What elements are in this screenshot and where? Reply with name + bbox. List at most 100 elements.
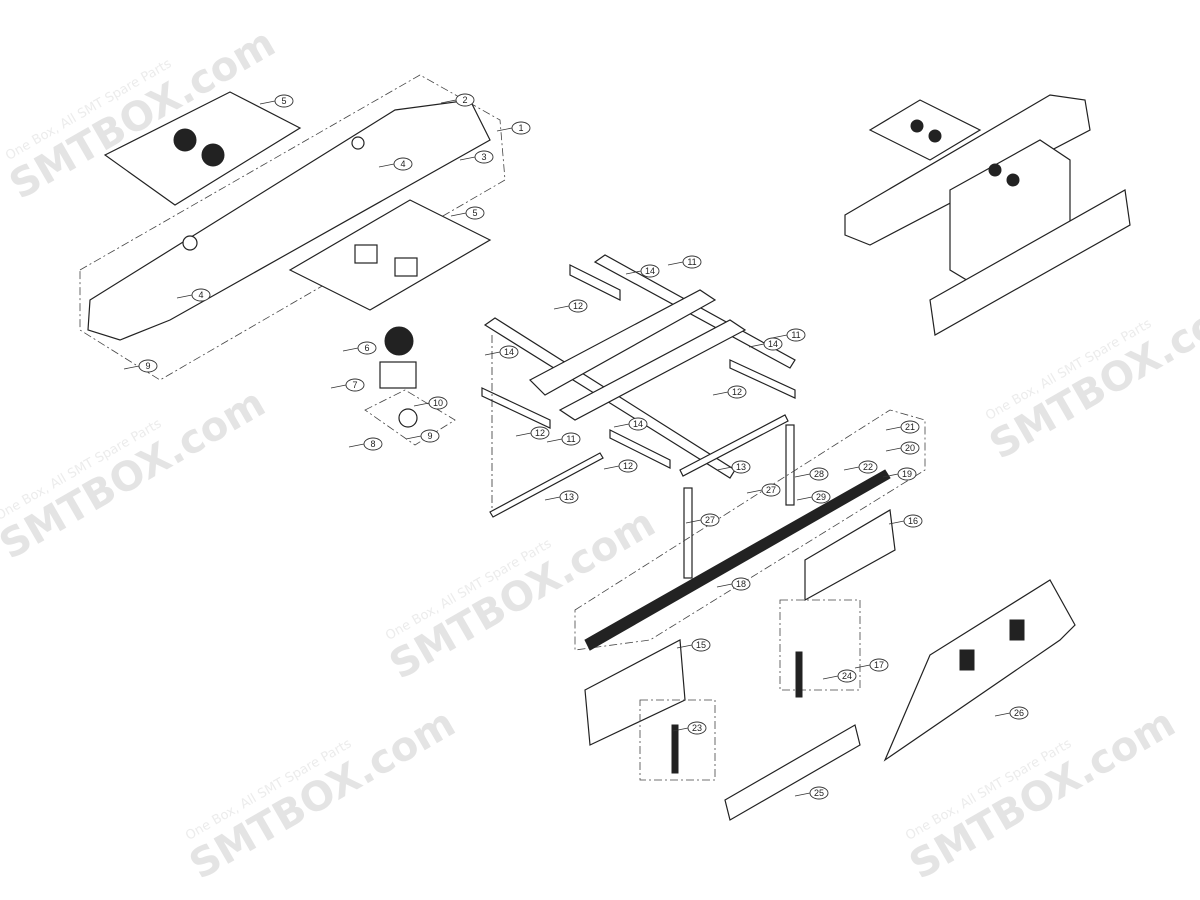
top-panel-left bbox=[103, 91, 302, 206]
bracket bbox=[729, 359, 796, 399]
callout-3: 3 bbox=[459, 150, 494, 164]
cover-assembly bbox=[79, 74, 506, 446]
group-outline-17 bbox=[779, 599, 861, 691]
callout-5: 5 bbox=[259, 94, 294, 108]
watermark-brand: SMTBOX.com bbox=[902, 700, 1183, 889]
callout-9: 9 bbox=[123, 359, 158, 373]
cover-hole bbox=[182, 235, 198, 251]
callout-number: 14 bbox=[768, 339, 778, 349]
callout-27: 27 bbox=[746, 483, 781, 497]
panel-16 bbox=[804, 509, 896, 602]
post-27 bbox=[785, 424, 795, 506]
callout-number: 29 bbox=[816, 492, 826, 502]
post-27 bbox=[683, 487, 693, 579]
callout-13: 13 bbox=[544, 490, 579, 504]
callout-6: 6 bbox=[342, 341, 377, 355]
callout-10: 10 bbox=[413, 396, 448, 410]
callout-number: 14 bbox=[633, 419, 643, 429]
group-outline-fan bbox=[364, 389, 456, 446]
frame-assembly bbox=[481, 254, 796, 579]
group-outline-1 bbox=[79, 74, 506, 381]
callout-5: 5 bbox=[450, 206, 485, 220]
rail-18 bbox=[584, 469, 891, 651]
callout-20: 20 bbox=[885, 441, 920, 455]
callout-number: 25 bbox=[814, 788, 824, 798]
callout-1: 1 bbox=[496, 121, 531, 135]
assembled-front-panel bbox=[929, 189, 1131, 336]
bracket bbox=[481, 387, 551, 429]
callout-14: 14 bbox=[484, 345, 519, 359]
callout-number: 24 bbox=[842, 671, 852, 681]
callout-number: 9 bbox=[427, 431, 432, 441]
callout-4: 4 bbox=[176, 288, 211, 302]
callout-7: 7 bbox=[330, 378, 365, 392]
assembled-view bbox=[844, 94, 1131, 336]
fan-base bbox=[398, 408, 418, 428]
callout-number: 11 bbox=[687, 257, 696, 267]
callout-number: 4 bbox=[400, 159, 405, 169]
watermark-brand: SMTBOX.com bbox=[382, 500, 663, 689]
callout-9: 9 bbox=[405, 429, 440, 443]
callout-25: 25 bbox=[794, 786, 829, 800]
callout-number: 13 bbox=[736, 462, 746, 472]
watermark-brand: SMTBOX.com bbox=[182, 700, 463, 889]
callout-number: 11 bbox=[791, 330, 800, 340]
panel-cutout bbox=[394, 257, 418, 277]
callout-number: 19 bbox=[902, 469, 912, 479]
top-cover bbox=[87, 99, 491, 341]
callout-2: 2 bbox=[440, 93, 475, 107]
callout-number: 26 bbox=[1014, 708, 1024, 718]
callout-number: 8 bbox=[370, 439, 375, 449]
callout-17: 17 bbox=[854, 658, 889, 672]
fan-unit bbox=[379, 361, 417, 389]
panel-cutout bbox=[354, 244, 378, 264]
callout-8: 8 bbox=[348, 437, 383, 451]
watermark-brand: SMTBOX.com bbox=[0, 380, 273, 569]
callout-22: 22 bbox=[843, 460, 878, 474]
watermark-brand: SMTBOX.com bbox=[982, 280, 1200, 469]
callout-number: 7 bbox=[352, 380, 357, 390]
bracket-24 bbox=[795, 651, 803, 698]
callout-26: 26 bbox=[994, 706, 1029, 720]
callout-12: 12 bbox=[515, 426, 550, 440]
callout-number: 17 bbox=[874, 660, 884, 670]
fan-guard-icon bbox=[384, 326, 414, 356]
cover-hole bbox=[351, 136, 365, 150]
callout-27: 27 bbox=[685, 513, 720, 527]
fan-grille-icon bbox=[173, 128, 197, 152]
callout-21: 21 bbox=[885, 420, 920, 434]
callout-number: 4 bbox=[198, 290, 203, 300]
lower-assembly bbox=[574, 409, 1076, 821]
callout-number: 21 bbox=[905, 422, 915, 432]
callout-14: 14 bbox=[613, 417, 648, 431]
frame-beam bbox=[558, 319, 747, 421]
callout-number: 12 bbox=[732, 387, 742, 397]
callout-number: 27 bbox=[705, 515, 715, 525]
rail-13 bbox=[489, 452, 604, 518]
callout-11: 11 bbox=[771, 328, 806, 342]
callout-number: 18 bbox=[736, 579, 746, 589]
callout-number: 20 bbox=[905, 443, 915, 453]
callout-19: 19 bbox=[882, 467, 917, 481]
callout-number: 14 bbox=[645, 266, 655, 276]
callout-number: 12 bbox=[535, 428, 545, 438]
callout-number: 13 bbox=[564, 492, 574, 502]
fan-grille-icon bbox=[201, 143, 225, 167]
callout-number: 3 bbox=[481, 152, 486, 162]
frame-beam bbox=[529, 289, 717, 396]
callout-number: 10 bbox=[433, 398, 443, 408]
callout-12: 12 bbox=[553, 299, 588, 313]
callout-14: 14 bbox=[625, 264, 660, 278]
rail-13 bbox=[679, 414, 789, 477]
callout-number: 5 bbox=[281, 96, 286, 106]
callout-12: 12 bbox=[712, 385, 747, 399]
callout-number: 14 bbox=[504, 347, 514, 357]
callout-number: 5 bbox=[472, 208, 477, 218]
callout-number: 2 bbox=[462, 95, 467, 105]
group-outline-23 bbox=[639, 699, 716, 781]
callout-number: 11 bbox=[566, 434, 575, 444]
callout-18: 18 bbox=[716, 577, 751, 591]
callout-number: 28 bbox=[814, 469, 824, 479]
